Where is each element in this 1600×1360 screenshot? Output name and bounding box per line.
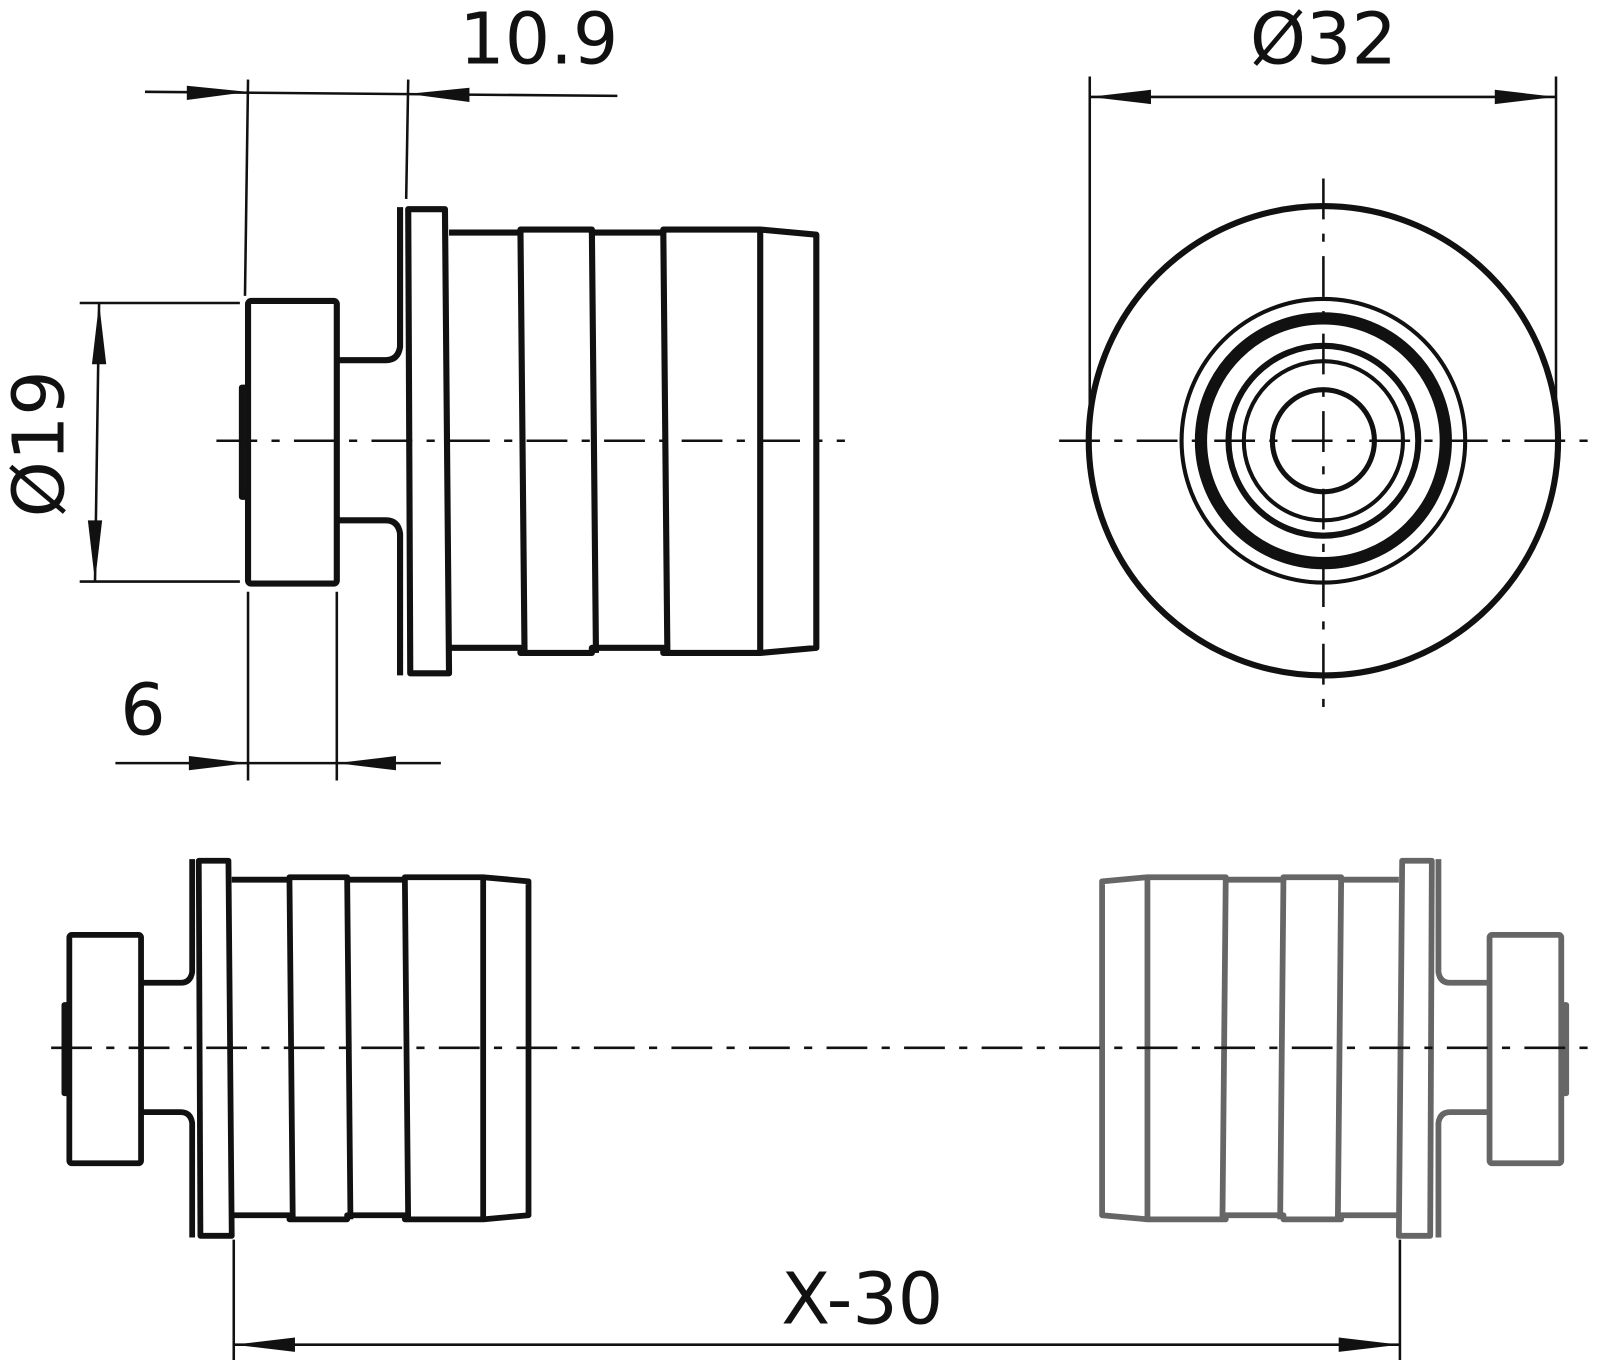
dimension-spacing: X-30 xyxy=(232,1239,1402,1360)
dimension-knob-width: 6 xyxy=(115,591,441,781)
dimension-flange-offset: 10.9 xyxy=(144,0,618,296)
dimension-knob-diameter: Ø19 xyxy=(0,301,240,583)
front-view xyxy=(1059,178,1592,715)
label-flange-offset: 10.9 xyxy=(459,0,618,80)
dimension-outer-diameter: Ø32 xyxy=(1088,0,1558,409)
label-outer-diameter: Ø32 xyxy=(1250,0,1397,80)
label-spacing: X-30 xyxy=(781,1257,943,1340)
label-knob-diameter: Ø19 xyxy=(0,370,80,517)
label-knob-width: 6 xyxy=(120,669,165,752)
